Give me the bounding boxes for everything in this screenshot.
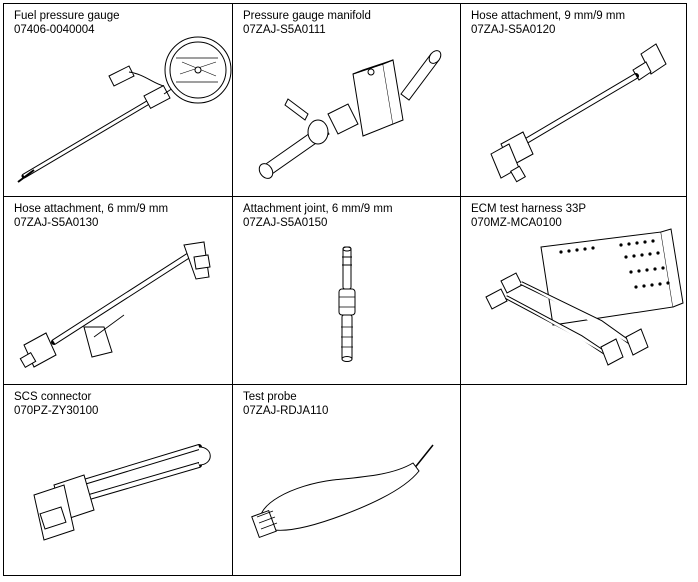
tool-part-number: 07406-0040004: [14, 24, 95, 36]
tool-name: Hose attachment, 6 mm/9 mm: [14, 203, 169, 215]
attachment-joint-illustration: [233, 197, 460, 384]
tool-name: Hose attachment, 9 mm/9 mm: [471, 10, 626, 22]
tool-name: SCS connector: [14, 391, 92, 403]
tool-cell-hose-attachment-6mm: Hose attachment, 6 mm/9 mm 07ZAJ-S5A0130: [3, 196, 233, 385]
tool-name: ECM test harness 33P: [471, 203, 587, 215]
tool-cell-test-probe: Test probe 07ZAJ-RDJA110: [232, 384, 461, 576]
tool-cell-ecm-test-harness: ECM test harness 33P 070MZ-MCA0100: [460, 196, 687, 385]
scs-connector-illustration: [4, 385, 232, 575]
special-tools-table: Fuel pressure gauge 07406-0040004 Pressu…: [3, 3, 687, 576]
tool-part-number: 07ZAJ-RDJA110: [243, 405, 329, 417]
tool-name: Attachment joint, 6 mm/9 mm: [243, 203, 393, 215]
tool-cell-fuel-pressure-gauge: Fuel pressure gauge 07406-0040004: [3, 3, 233, 197]
hose-attachment-9mm-illustration: [461, 4, 686, 196]
tool-part-number: 07ZAJ-S5A0111: [243, 24, 326, 36]
tool-cell-hose-attachment-9mm: Hose attachment, 9 mm/9 mm 07ZAJ-S5A0120: [460, 3, 687, 197]
tool-part-number: 07ZAJ-S5A0130: [14, 217, 99, 229]
tool-part-number: 070PZ-ZY30100: [14, 405, 99, 417]
pressure-gauge-manifold-illustration: [233, 4, 460, 196]
tool-name: Test probe: [243, 391, 297, 403]
test-probe-illustration: [233, 385, 460, 575]
tool-name: Fuel pressure gauge: [14, 10, 120, 22]
tool-part-number: 070MZ-MCA0100: [471, 217, 562, 229]
tool-cell-pressure-gauge-manifold: Pressure gauge manifold 07ZAJ-S5A0111: [232, 3, 461, 197]
tool-part-number: 07ZAJ-S5A0150: [243, 217, 328, 229]
tool-cell-scs-connector: SCS connector 070PZ-ZY30100: [3, 384, 233, 576]
tool-part-number: 07ZAJ-S5A0120: [471, 24, 556, 36]
tool-name: Pressure gauge manifold: [243, 10, 371, 22]
tool-cell-attachment-joint: Attachment joint, 6 mm/9 mm 07ZAJ-S5A015…: [232, 196, 461, 385]
fuel-pressure-gauge-illustration: [4, 4, 232, 196]
hose-attachment-6mm-illustration: [4, 197, 232, 384]
ecm-test-harness-illustration: [461, 197, 686, 384]
